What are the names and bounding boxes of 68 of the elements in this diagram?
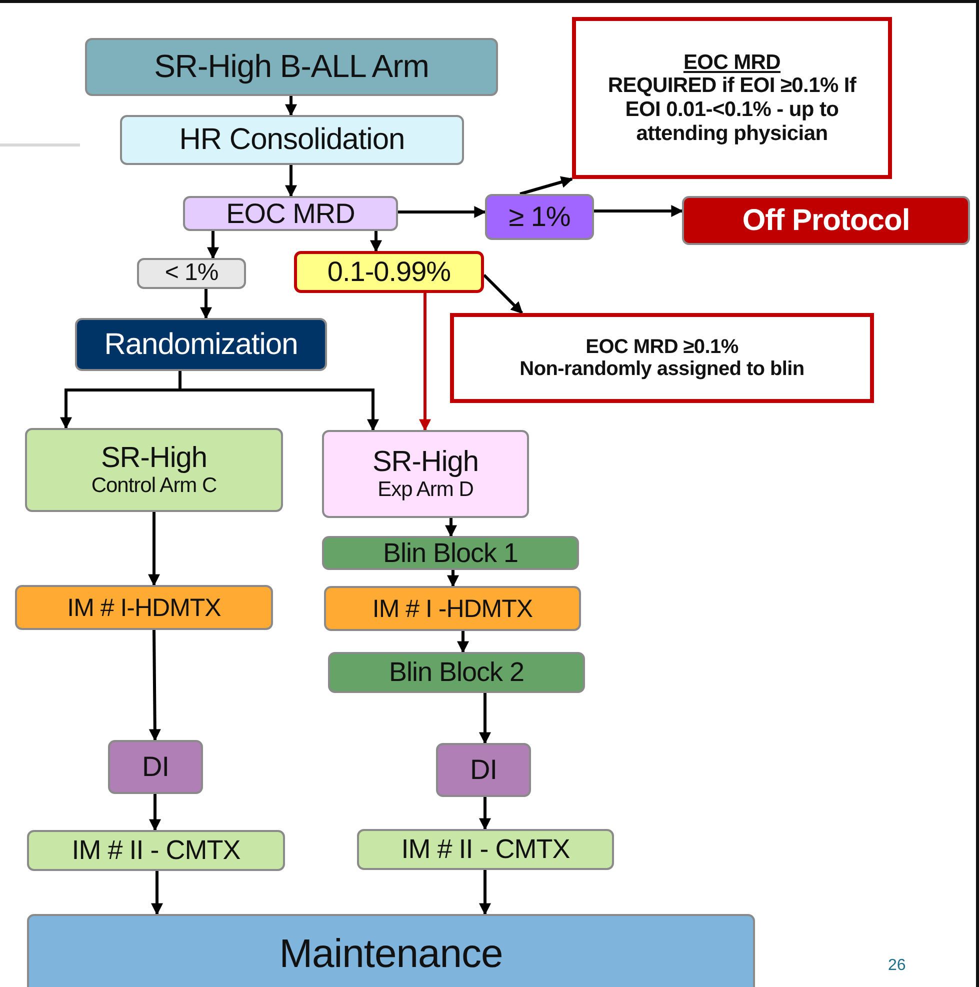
arrow: [479, 797, 491, 830]
process-box: [25, 428, 283, 512]
node-heading: SR-High: [372, 446, 479, 478]
node-text: Maintenance: [279, 932, 503, 976]
page-number: 26: [888, 957, 906, 975]
process-box: [328, 652, 585, 693]
arrow: [482, 274, 524, 314]
node-text: Blin Block 2: [388, 657, 524, 688]
node-text: ≥ 1%: [508, 201, 570, 233]
process-box: [322, 430, 529, 518]
arrow: [285, 165, 297, 198]
process-box: [436, 743, 531, 797]
process-box: [75, 318, 327, 371]
process-box: [357, 829, 614, 870]
arrow: [520, 176, 574, 196]
node-text: DI: [142, 751, 169, 783]
node-text: SR-High B-ALL Arm: [154, 49, 429, 85]
arrow: [419, 293, 431, 432]
node-text: IM # I -HDMTX: [372, 594, 533, 622]
process-box: [682, 196, 970, 245]
node-text: DI: [470, 754, 497, 786]
arrow: [370, 231, 382, 252]
arrow: [447, 570, 459, 588]
node-heading: SR-High: [100, 442, 208, 474]
process-box: [485, 194, 594, 240]
arrow: [445, 518, 457, 538]
node-text: 0.1-0.99%: [327, 256, 451, 288]
arrow: [479, 870, 491, 916]
process-box: [137, 258, 246, 289]
arrow: [151, 871, 163, 916]
node-text: IM # II - CMTX: [72, 835, 240, 866]
process-box: [183, 196, 398, 231]
arrow: [594, 205, 684, 217]
process-box: [27, 830, 285, 871]
arrow: [398, 206, 486, 218]
node-text: IM # II - CMTX: [401, 834, 570, 865]
node-text: Randomization: [104, 328, 298, 362]
node-text: Exp Arm D: [378, 478, 474, 502]
arrow: [207, 231, 219, 260]
arrow: [148, 630, 161, 742]
node-text: Blin Block 1: [382, 538, 518, 568]
node-text: HR Consolidation: [179, 123, 405, 157]
arrow: [479, 693, 491, 744]
arrow: [457, 631, 469, 654]
node-text: Non-randomly assigned to blin: [520, 358, 804, 380]
arrow: [178, 371, 379, 432]
node-text: IM # I-HDMTX: [67, 594, 221, 622]
node-heading: EOC MRD: [683, 50, 781, 74]
node-text: Off Protocol: [742, 204, 910, 238]
note-box: [572, 17, 892, 179]
arrow: [148, 512, 160, 586]
arrow: [149, 794, 161, 832]
process-box: [322, 536, 579, 570]
node-heading: EOC MRD ≥0.1%: [586, 336, 738, 358]
process-box: [15, 585, 273, 630]
node-text: < 1%: [164, 260, 218, 287]
arrow: [200, 289, 212, 320]
process-box: [27, 914, 755, 987]
arrow: [285, 96, 297, 116]
process-box: [120, 115, 464, 165]
node-text: REQUIRED if EOI ≥0.1% If EOI 0.01-<0.1% - up to attending physician: [606, 74, 858, 146]
process-box: [108, 740, 203, 794]
process-box: [85, 38, 498, 96]
note-box: [450, 313, 874, 403]
process-box: [294, 251, 484, 293]
process-box: [324, 586, 581, 631]
node-text: Control Arm C: [91, 474, 217, 498]
node-text: EOC MRD: [226, 198, 355, 230]
